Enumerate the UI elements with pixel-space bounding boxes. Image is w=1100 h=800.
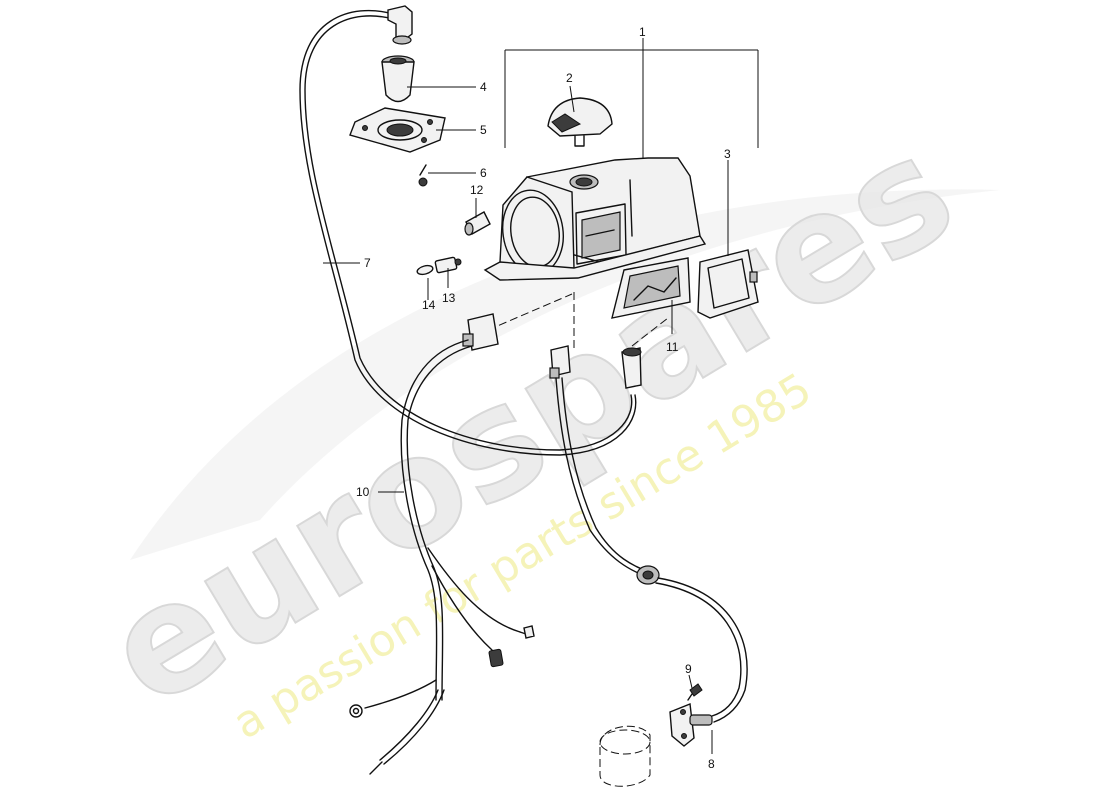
callout-5: 5 <box>480 123 487 137</box>
callout-4: 4 <box>480 80 487 94</box>
callout-1: 1 <box>639 25 646 39</box>
harness-10 <box>349 313 535 775</box>
assembly-lines <box>487 292 669 348</box>
part-2-cap <box>547 97 613 147</box>
part-3-cover <box>697 249 759 319</box>
cable-7 <box>299 5 637 456</box>
callout-9: 9 <box>685 662 692 676</box>
callout-2: 2 <box>566 71 573 85</box>
callout-11: 11 <box>666 340 679 354</box>
main-housing <box>483 157 707 281</box>
callout-12: 12 <box>470 183 484 197</box>
callout-14: 14 <box>422 298 436 312</box>
assembly-bracket-1 <box>504 38 759 158</box>
part-5-gasket <box>349 107 446 153</box>
part-11-lens <box>611 257 691 319</box>
callout-3: 3 <box>724 147 731 161</box>
callout-8: 8 <box>708 757 715 771</box>
part-12-socket <box>464 211 491 236</box>
callout-7: 7 <box>364 256 371 270</box>
reference-cylinder <box>599 725 651 787</box>
harness-8 <box>549 345 748 747</box>
callout-10: 10 <box>356 485 370 499</box>
callout-13: 13 <box>442 291 456 305</box>
part-6-screw <box>418 164 428 187</box>
callouts: 1 2 3 4 5 6 7 8 9 10 11 12 13 14 <box>356 25 731 771</box>
part-4-boot <box>381 55 415 103</box>
part-14-bulb <box>416 264 434 276</box>
callout-6: 6 <box>480 166 487 180</box>
part-13-holder <box>434 256 462 274</box>
leader-lines <box>323 85 729 754</box>
